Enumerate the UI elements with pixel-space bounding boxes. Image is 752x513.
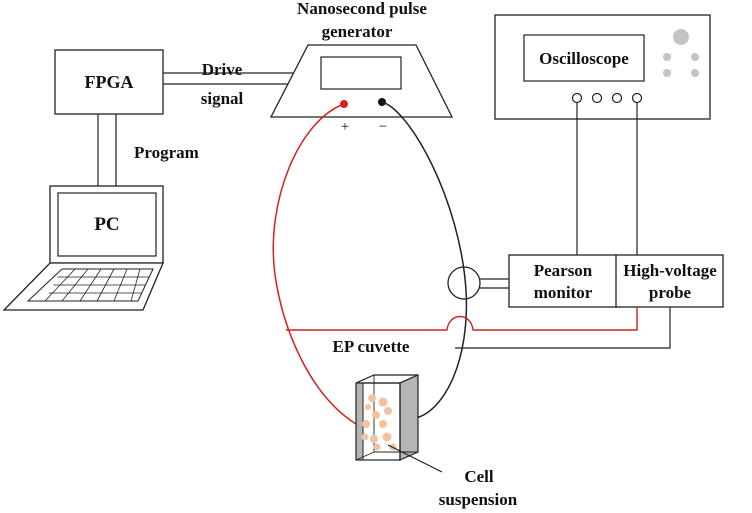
pc-label: PC — [94, 214, 119, 235]
oscilloscope-screen — [523, 34, 645, 82]
laptop-icon — [2, 185, 164, 311]
cell — [368, 394, 376, 402]
oscilloscope-channel-4 — [631, 92, 643, 104]
cell — [365, 404, 371, 410]
positive-probe-tap-wire — [286, 307, 638, 331]
oscilloscope-channel-1 — [571, 92, 583, 104]
oscilloscope-label: Oscilloscope — [539, 49, 629, 68]
cell — [382, 432, 392, 442]
cuvette-right-electrode — [399, 374, 419, 461]
oscilloscope-button-3 — [663, 69, 671, 77]
fpga-label: FPGA — [85, 72, 134, 92]
cell — [384, 407, 392, 415]
cell — [373, 443, 381, 451]
fpga-box — [54, 49, 164, 115]
cell — [372, 411, 380, 419]
pulse-generator-label-line2: generator — [322, 22, 393, 41]
program-label: Program — [134, 143, 199, 162]
oscilloscope-channel-2 — [591, 92, 603, 104]
cell-suspension-leader — [387, 444, 443, 473]
negative-wire — [381, 101, 468, 419]
oscilloscope-channel-3 — [611, 92, 623, 104]
cell — [379, 420, 387, 428]
oscilloscope-button-2 — [691, 53, 699, 61]
positive-wire — [272, 103, 357, 425]
pearson-monitor-label-line1: Pearson — [534, 261, 593, 280]
oscilloscope-knob-large — [673, 29, 689, 45]
cuvette-left-electrode — [355, 382, 364, 461]
laptop-keyboard-grid — [44, 268, 150, 302]
plus-terminal-label: + — [341, 119, 349, 135]
cell-suspension-label-line1: Cell — [464, 467, 494, 486]
drive-signal-label-line1: Drive — [202, 60, 243, 79]
cuvette-back-bottom — [355, 451, 375, 461]
hv-probe-label-line2: probe — [649, 283, 692, 302]
hv-probe-label-line1: High-voltage — [623, 261, 717, 280]
laptop-screen — [57, 192, 157, 257]
hv-probe-ground-wire — [455, 307, 671, 349]
oscilloscope-button-4 — [691, 69, 699, 77]
oscilloscope-button-1 — [663, 53, 671, 61]
minus-terminal-label: − — [379, 119, 387, 135]
pulse-generator-display — [320, 56, 402, 90]
cell-suspension-cells — [361, 394, 397, 451]
ep-cuvette — [355, 374, 419, 461]
cell — [361, 433, 369, 441]
cuvette-front — [355, 382, 401, 461]
hv-probe-box — [615, 254, 724, 308]
ep-cuvette-label: EP cuvette — [333, 337, 410, 356]
cell-suspension-label-line2: suspension — [439, 490, 518, 509]
pearson-monitor-label-line2: monitor — [534, 283, 593, 302]
drive-signal-label-line2: signal — [201, 89, 244, 108]
cell — [378, 397, 388, 407]
cell — [370, 435, 378, 443]
pulse-generator-label-line1: Nanosecond pulse — [297, 0, 427, 18]
cell — [362, 420, 370, 428]
